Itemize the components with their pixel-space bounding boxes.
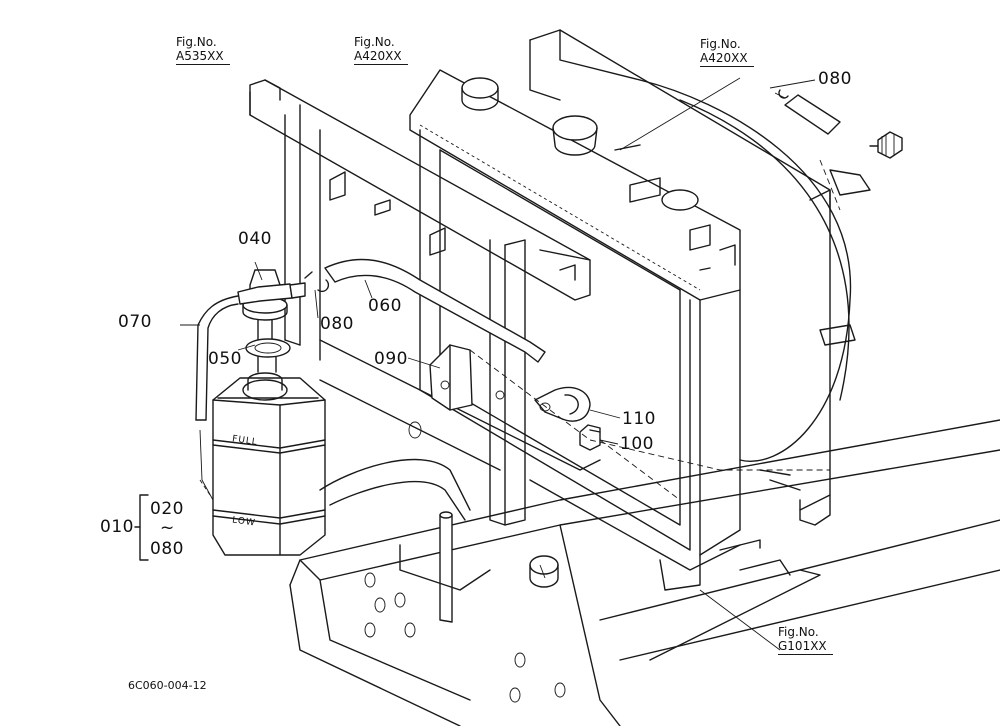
hoses bbox=[195, 258, 546, 501]
part-label-100: 100 bbox=[620, 434, 654, 454]
lower-guard bbox=[319, 458, 491, 623]
fig-ref-code: A420XX bbox=[700, 51, 754, 67]
leader-lines bbox=[180, 77, 841, 651]
part-label-070: 070 bbox=[118, 312, 152, 332]
part-label-060: 060 bbox=[368, 296, 402, 316]
drawing-id: 6C060-004-12 bbox=[128, 679, 207, 692]
part-label-020: 020 bbox=[150, 499, 184, 519]
fig-ref-code: A535XX bbox=[176, 49, 230, 65]
part-range-tilde: ~ bbox=[160, 518, 175, 538]
fig-ref-a420xx-left: Fig.No. A420XX bbox=[354, 35, 408, 65]
fig-ref-a420xx-right: Fig.No. A420XX bbox=[700, 37, 754, 67]
part-label-080-range: 080 bbox=[150, 539, 184, 559]
bolt-100 bbox=[579, 424, 601, 451]
fig-ref-label: Fig.No. bbox=[176, 35, 217, 49]
clamp-110 bbox=[534, 386, 591, 422]
part-label-050: 050 bbox=[208, 349, 242, 369]
part-label-010: 010 bbox=[100, 517, 134, 537]
drain-plug bbox=[869, 131, 903, 159]
chassis-frame bbox=[289, 419, 1000, 726]
part-label-080-mid: 080 bbox=[320, 314, 354, 334]
part-label-040: 040 bbox=[238, 229, 272, 249]
fig-ref-label: Fig.No. bbox=[700, 37, 741, 51]
bracket-090 bbox=[429, 344, 473, 411]
part-label-090: 090 bbox=[374, 349, 408, 369]
fig-ref-a535xx: Fig.No. A535XX bbox=[176, 35, 230, 65]
cap-assembly bbox=[237, 269, 306, 373]
fig-ref-label: Fig.No. bbox=[778, 625, 819, 639]
radiator bbox=[409, 69, 741, 591]
reserve-tank bbox=[212, 372, 326, 556]
part-label-080-top: 080 bbox=[818, 69, 852, 89]
fig-ref-code: A420XX bbox=[354, 49, 408, 65]
fig-ref-label: Fig.No. bbox=[354, 35, 395, 49]
fan-shroud bbox=[529, 29, 871, 526]
range-bracket bbox=[134, 494, 149, 561]
part-label-110: 110 bbox=[622, 409, 656, 429]
support-bracket bbox=[249, 79, 601, 526]
fig-ref-code: G101XX bbox=[778, 639, 833, 655]
fig-ref-g101xx: Fig.No. G101XX bbox=[778, 625, 833, 655]
overflow-hose-top bbox=[774, 89, 841, 135]
